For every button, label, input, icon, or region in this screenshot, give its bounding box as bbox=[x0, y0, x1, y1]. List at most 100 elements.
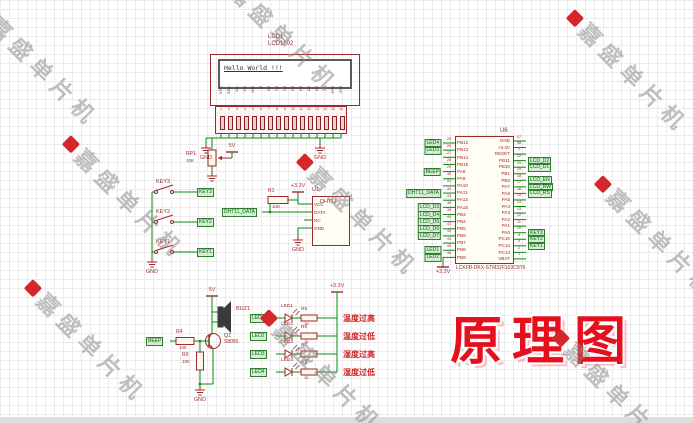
wire-segment bbox=[208, 332, 213, 339]
led-resistor-designator: R6 bbox=[301, 325, 308, 330]
mcu-pin-name: PA0 bbox=[501, 229, 510, 235]
lcd-pin-number: 8 bbox=[276, 107, 278, 111]
led-ray bbox=[292, 326, 298, 332]
lcd-pad bbox=[259, 116, 265, 130]
lcd-pin-label: D1 bbox=[274, 86, 280, 92]
mcu-pin-number: 11 bbox=[517, 219, 521, 224]
mcu-pin-name: PA12 bbox=[457, 197, 468, 203]
symbol-circle bbox=[170, 220, 174, 224]
lcd-pin-number: 4 bbox=[244, 107, 246, 111]
bottom-edge bbox=[0, 417, 693, 423]
buzzer-cone bbox=[223, 301, 231, 333]
lcd-pin-number: 3 bbox=[236, 107, 238, 111]
emitter-arrow bbox=[209, 345, 213, 349]
mcu-pin-name: PA10 bbox=[457, 183, 468, 189]
mcu-pin-name: PB4 bbox=[457, 218, 466, 224]
mcu-pin-name: PB14 bbox=[457, 154, 469, 160]
power-label-v5: 5V bbox=[208, 287, 216, 293]
mcu-pin-number: 18 bbox=[516, 173, 522, 178]
lcd-pad bbox=[315, 116, 321, 130]
mcu-pin-number: 48 bbox=[516, 141, 522, 146]
resistor-body bbox=[196, 351, 204, 371]
mcu-pin-name: PB9 bbox=[457, 254, 466, 260]
mcu-pin-number: 40 bbox=[446, 215, 452, 220]
power-label-v33: +3.3V bbox=[290, 183, 306, 189]
gnd-label: GND bbox=[193, 396, 207, 403]
mcu-pin-number: 33 bbox=[446, 193, 452, 198]
lcd-pad bbox=[267, 116, 273, 130]
mcu-pin-number: 1 bbox=[517, 252, 521, 257]
led-triangle bbox=[284, 367, 294, 377]
mcu-pin-number: 26 bbox=[446, 143, 452, 148]
mcu-pin-number: 30 bbox=[446, 172, 452, 177]
lcd-pad bbox=[227, 116, 233, 130]
key-designator: KEY3 bbox=[156, 179, 171, 185]
lcd-pad bbox=[331, 116, 337, 130]
mcu-pin-number: 4 bbox=[517, 232, 521, 237]
mcu-pin-name: PB1 bbox=[501, 170, 510, 176]
mcu-pin-number: 41 bbox=[446, 222, 452, 227]
lcd-pad bbox=[299, 116, 305, 130]
mcu-pin-name: VBAT bbox=[498, 256, 510, 262]
lcd-pin-label: D2 bbox=[282, 86, 288, 92]
r1-designator: R1 bbox=[268, 188, 275, 194]
resistor-body bbox=[267, 196, 289, 204]
lcd-pad bbox=[307, 116, 313, 130]
mcu-pin-name: PC15 bbox=[498, 236, 511, 242]
led-ray bbox=[292, 344, 298, 350]
key-lever bbox=[155, 214, 174, 221]
mcu-pin-name: PA8 bbox=[457, 168, 466, 174]
mcu-pin-number: 10 bbox=[516, 226, 522, 231]
lcd-pin-number: 7 bbox=[268, 107, 270, 111]
dht11-body bbox=[312, 196, 350, 246]
lcd-pin-number: 11 bbox=[299, 107, 303, 111]
key-designator: KEY2 bbox=[156, 209, 171, 215]
mcu-pin-number: 47 bbox=[516, 134, 522, 139]
mcu-pin-name: +3.3V bbox=[497, 144, 510, 150]
power-label-v5: 5V bbox=[228, 143, 236, 149]
mcu-pin-name: PA1 bbox=[501, 223, 510, 229]
mcu-pin-name: PA7 bbox=[501, 184, 510, 190]
lcd-pin-number: 2 bbox=[228, 107, 230, 111]
lcd-pin-number: 13 bbox=[315, 107, 319, 111]
mcu-pin-name: PA3 bbox=[501, 210, 510, 216]
lcd-pad bbox=[275, 116, 281, 130]
mcu-pin-number: 43 bbox=[446, 236, 452, 241]
lcd-pad bbox=[243, 116, 249, 130]
lcd-pin-label: D4 bbox=[298, 86, 304, 92]
mcu-pin-name: PB12 bbox=[457, 140, 469, 146]
led-annotation: 湿度过高 bbox=[343, 350, 375, 359]
net-label-lcd_d1: LCD_D1 bbox=[528, 163, 552, 172]
mcu-pin-number: 45 bbox=[446, 243, 452, 248]
lcd-pin-number: 10 bbox=[291, 107, 295, 111]
q1-part: S8050 bbox=[224, 339, 239, 345]
lcd-pin-number: 5 bbox=[252, 107, 254, 111]
net-label-key3: KEY3 bbox=[528, 228, 545, 238]
lcd-pin-label: D0 bbox=[266, 86, 272, 92]
mcu-pin-name: PA4 bbox=[501, 203, 510, 209]
led-annotation: 温度过高 bbox=[343, 314, 375, 323]
lcd-pin-number: 16 bbox=[339, 107, 343, 111]
gnd-label: GND bbox=[145, 268, 159, 275]
mcu-pin-number: 16 bbox=[516, 186, 522, 191]
mcu-pin-number: 28 bbox=[446, 157, 452, 162]
r4-designator: R4 bbox=[176, 329, 183, 335]
symbol-circle bbox=[154, 190, 158, 194]
mcu-pin-name: RESET bbox=[494, 151, 510, 157]
lcd-pin-label: BLK bbox=[338, 86, 344, 94]
lcd-pad bbox=[251, 116, 257, 130]
lcd-pad bbox=[235, 116, 241, 130]
lcd-module-outline bbox=[210, 54, 360, 106]
resistor-body bbox=[175, 337, 195, 345]
q1-designator: Q1 bbox=[224, 333, 232, 339]
led-annotation: 湿度过低 bbox=[343, 368, 375, 377]
led-designator: LED3 bbox=[281, 340, 293, 345]
led-triangle bbox=[284, 313, 294, 323]
led-designator: LED4 bbox=[281, 358, 293, 363]
led-annotation: 温度过低 bbox=[343, 332, 375, 341]
net-label-led3: LED3 bbox=[424, 146, 441, 155]
gnd-label: GND bbox=[199, 154, 213, 161]
net-label-key1: KEY1 bbox=[528, 241, 545, 251]
net-label-led1: LED1 bbox=[250, 314, 267, 323]
